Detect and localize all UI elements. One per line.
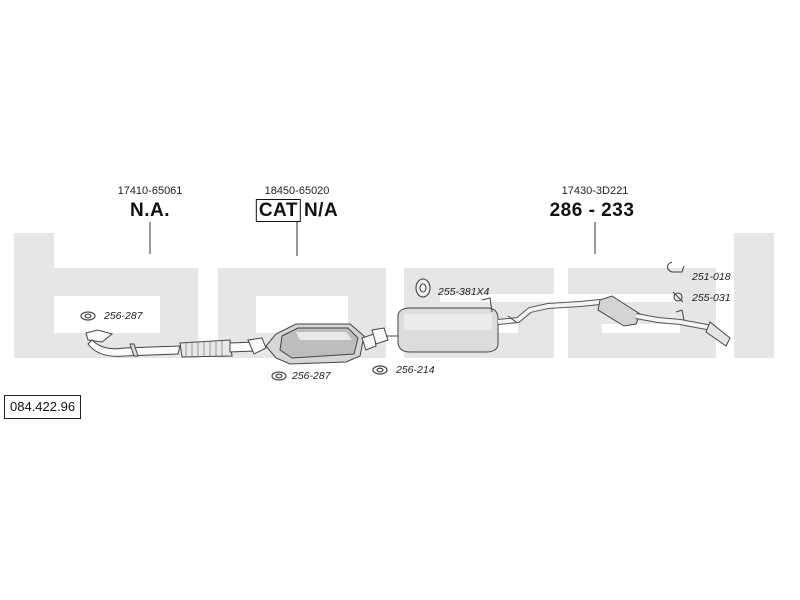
hanger-icon bbox=[666, 261, 685, 273]
cat-label: CAT bbox=[255, 199, 301, 222]
part-number-catalyst: 18450-65020 bbox=[264, 185, 330, 197]
gasket-icon-front bbox=[80, 311, 96, 321]
rear-silencer bbox=[597, 295, 731, 347]
article-number-box: 084.422.96 bbox=[4, 395, 82, 419]
catalytic-converter bbox=[265, 323, 377, 365]
ref-rubber-mount: 255-381X4 bbox=[438, 286, 490, 298]
clamp-icon bbox=[672, 291, 684, 303]
ref-clamp-rear: 255-031 bbox=[692, 292, 731, 304]
code-front-pipe: N.A. bbox=[130, 200, 170, 221]
part-number-front-pipe: 17410-65061 bbox=[117, 185, 183, 197]
leader-lines bbox=[149, 222, 596, 256]
front-pipe bbox=[85, 329, 267, 358]
watermark-logo bbox=[14, 233, 774, 358]
gasket-icon-mid bbox=[372, 365, 388, 375]
middle-silencer bbox=[371, 297, 601, 353]
ref-gasket-front: 256-287 bbox=[104, 310, 143, 322]
ref-gasket-mid: 256-214 bbox=[396, 364, 435, 376]
part-number-rear: 17430-3D221 bbox=[561, 185, 629, 197]
rubber-mount-icon bbox=[415, 278, 431, 298]
gasket-icon-cat bbox=[271, 371, 287, 381]
cat-code: N/A bbox=[303, 200, 339, 221]
ref-gasket-cat: 256-287 bbox=[292, 370, 331, 382]
ref-hanger-rear: 251-018 bbox=[692, 271, 731, 283]
code-rear: 286 - 233 bbox=[549, 200, 635, 221]
